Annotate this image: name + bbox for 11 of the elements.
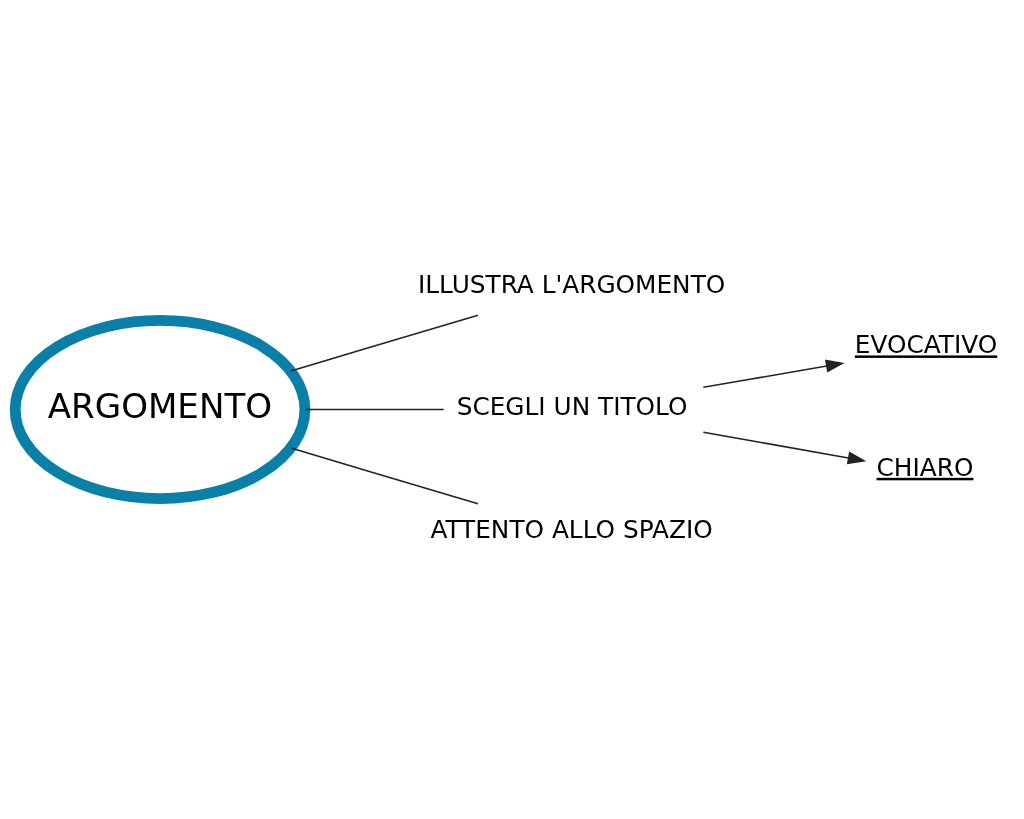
node-text: SCEGLI UN TITOLO xyxy=(456,392,688,422)
node-text: CHIARO xyxy=(876,452,973,482)
node-text: ILLUSTRA L'ARGOMENTO xyxy=(417,270,725,299)
connector xyxy=(303,408,444,411)
node-text: ATTENTO ALLO SPAZIO xyxy=(429,514,713,544)
arrow xyxy=(702,359,844,389)
node-text: EVOCATIVO xyxy=(854,330,997,360)
node-ellipse: ARGOMENTO xyxy=(9,315,310,504)
connector xyxy=(289,447,479,505)
arrow xyxy=(702,431,866,465)
connector xyxy=(289,314,479,372)
